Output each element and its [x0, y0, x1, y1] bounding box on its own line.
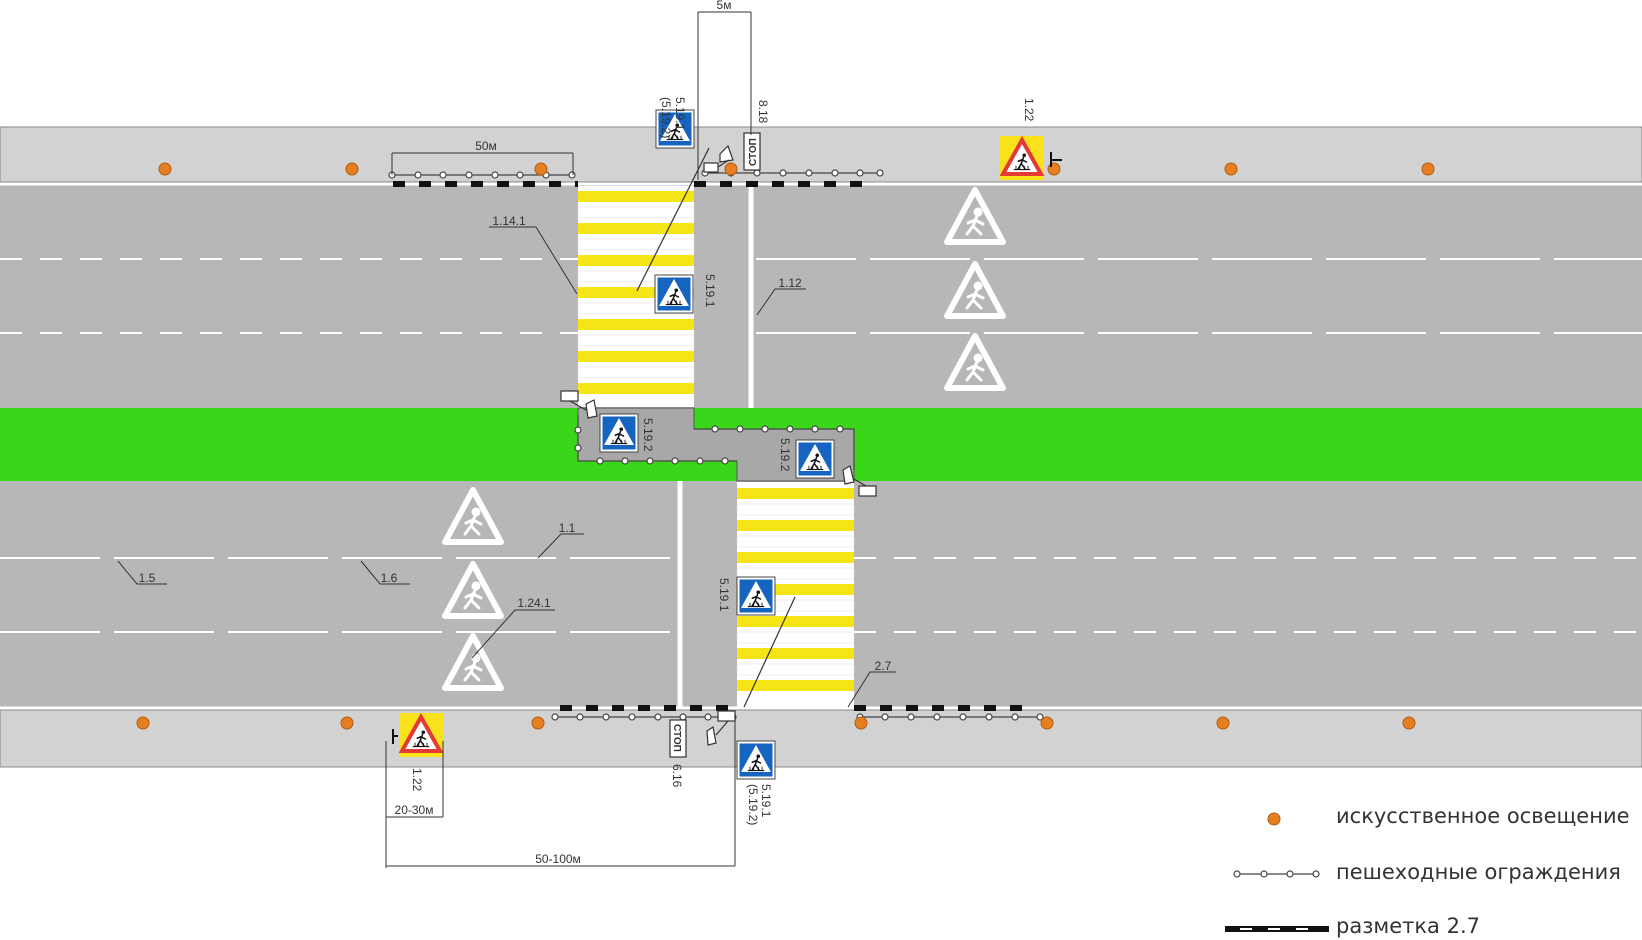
crossing-floodlights [560, 144, 877, 746]
legend-fences-label: пешеходные ограждения [1336, 860, 1621, 884]
marking-leaders [117, 226, 896, 708]
dim-20-30m: 20-30м [395, 803, 434, 817]
caption-5-19-2-bottom: (5.19.2) [746, 784, 760, 825]
street-lamps [136, 162, 1435, 730]
caption-5-19-1-bottom: 5.19.1 [759, 784, 773, 818]
marking-2-7 [393, 181, 1030, 711]
svg-text:СТОП: СТОП [671, 724, 682, 752]
sign-1-22-bottom [399, 713, 443, 757]
caption-8-18: 8.18 [756, 100, 770, 124]
legend-marking-label: разметка 2.7 [1336, 914, 1480, 938]
caption-6-16: 6.16 [670, 764, 684, 788]
sign-5-19-bottom [737, 741, 775, 779]
sign-5-19-median-right [796, 440, 834, 478]
label-1-24-1: 1.24.1 [517, 596, 551, 610]
caption-5-19-1-top: 5.19.1 [673, 97, 687, 131]
dim-50m: 50м [475, 139, 497, 153]
label-1-1: 1.1 [559, 521, 576, 535]
caption-1-22-bottom: 1.22 [410, 768, 424, 792]
sign-5-19-overhead-bottom [737, 577, 775, 615]
svg-text:СТОП: СТОП [748, 138, 759, 166]
sidewalk-bottom [0, 709, 1642, 768]
sign-5-19-median-left [600, 414, 638, 452]
stop-plate-bottom: СТОП [669, 719, 687, 758]
label-1-12: 1.12 [778, 276, 802, 290]
dim-5m: 5м [717, 0, 732, 12]
caption-5-19-1-lower: 5.19.1 [717, 578, 731, 612]
crosswalk-top [577, 186, 695, 407]
stop-plate-top: СТОП [743, 132, 761, 171]
legend-lamp-icon [1267, 812, 1281, 826]
label-1-14-1: 1.14.1 [492, 214, 526, 228]
lane-lines [0, 258, 1642, 633]
caption-5-19-2-right: 5.19.2 [778, 438, 792, 472]
dim-50-100m: 50-100м [535, 852, 581, 866]
caption-5-19-2-left: 5.19.2 [641, 418, 655, 452]
sidewalk-top [0, 126, 1642, 183]
caption-1-22-top: 1.22 [1022, 98, 1036, 122]
sign-5-19-overhead-top [655, 275, 693, 313]
caption-5-19-1-mid: 5.19.1 [703, 274, 717, 308]
carriageway-top [0, 184, 1642, 408]
label-1-5: 1.5 [139, 571, 156, 585]
label-1-6: 1.6 [381, 571, 398, 585]
legend-fence-icon [1233, 870, 1320, 878]
caption-5-19-2-top: (5.19.2) [659, 97, 673, 138]
legend-lighting-label: искусственное освещение [1336, 804, 1630, 828]
sign-1-22-top [1000, 136, 1044, 180]
dimension-lines [385, 11, 752, 868]
label-2-7: 2.7 [875, 659, 892, 673]
